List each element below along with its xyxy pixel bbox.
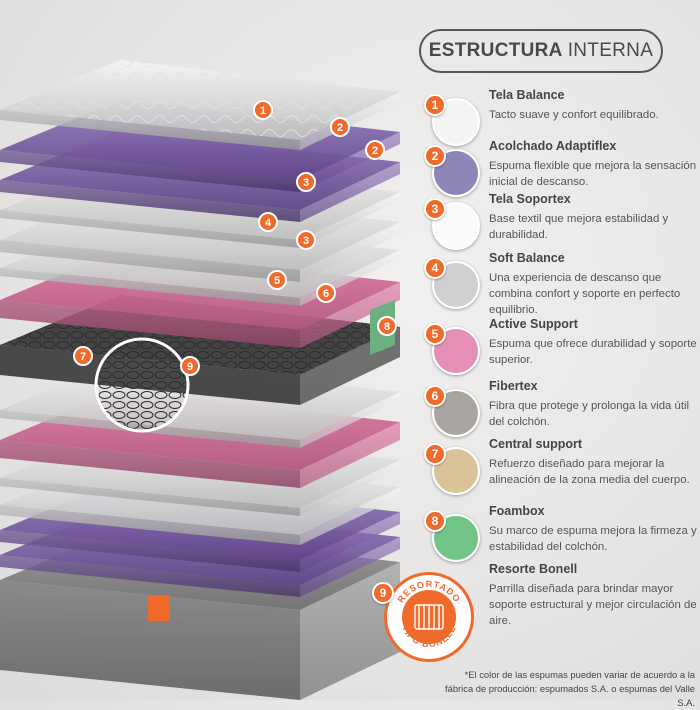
- layer-description: Espuma flexible que mejora la sensación …: [489, 160, 697, 188]
- header-bold: ESTRUCTURA: [428, 40, 563, 61]
- layer-description: Una experiencia de descanso que combina …: [489, 272, 681, 316]
- layer-number-badge: 5: [424, 323, 446, 345]
- diagram-label-9: 9: [180, 356, 200, 376]
- layer-title: Soft Balance: [489, 251, 565, 265]
- diagram-label-7: 7: [73, 346, 93, 366]
- stamp-number-badge: 9: [372, 582, 394, 604]
- active-support-swatch-icon: [432, 327, 480, 375]
- layer-description: Su marco de espuma mejora la firmeza y e…: [489, 525, 697, 553]
- layer-description: Fibra que protege y prolonga la vida úti…: [489, 400, 690, 428]
- brand-tag-icon: [148, 595, 170, 621]
- diagram-label-6: 6: [316, 283, 336, 303]
- layer-number-badge: 4: [424, 257, 446, 279]
- layer-number-badge: 7: [424, 443, 446, 465]
- mattress-diagram: 1 2 2 3 4 3 5 6 8 7 9: [0, 60, 400, 700]
- central-support-swatch-icon: [432, 447, 480, 495]
- layer-title: Resorte Bonell: [489, 562, 578, 576]
- diagram-label-3: 3: [296, 172, 316, 192]
- layer-title: Tela Soportex: [489, 192, 571, 206]
- diagram-label-2: 2: [365, 140, 385, 160]
- diagram-label-8: 8: [377, 316, 397, 336]
- diagram-label-5: 5: [267, 270, 287, 290]
- diagram-label-text: 7: [80, 351, 86, 363]
- layer-number-badge: 8: [424, 510, 446, 532]
- layer-description: Parrilla diseñada para brindar mayor sop…: [489, 583, 697, 627]
- layer-title: Active Support: [489, 317, 578, 331]
- diagram-label-text: 4: [265, 217, 272, 229]
- diagram-label-text: 2: [372, 145, 378, 157]
- layer-number-badge: 6: [424, 385, 446, 407]
- foambox-swatch-icon: [432, 514, 480, 562]
- diagram-label-text: 5: [274, 275, 280, 287]
- diagram-label-3: 3: [296, 230, 316, 250]
- header-pill: ESTRUCTURA INTERNA: [419, 29, 663, 73]
- header-light: INTERNA: [567, 40, 654, 61]
- layer-title: Tela Balance: [489, 88, 565, 102]
- layer-description: Base textil que mejora estabilidad y dur…: [489, 213, 669, 241]
- diagram-label-4: 4: [258, 212, 278, 232]
- diagram-label-text: 3: [303, 177, 309, 189]
- diagram-label-text: 6: [323, 288, 329, 300]
- layer-number-badge: 1: [424, 94, 446, 116]
- layer-row-8: 8 Foambox Su marco de espuma mejora la fir…: [424, 504, 700, 580]
- layer-number-badge: 2: [424, 145, 446, 167]
- layer-title: Acolchado Adaptiflex: [489, 139, 617, 153]
- footnote: *El color de las espumas pueden variar d…: [445, 669, 695, 708]
- diagram-label-text: 2: [337, 122, 343, 134]
- layer-tela-balance: [0, 60, 400, 150]
- layer-description: Refuerzo diseñado para mejorar la alinea…: [489, 458, 690, 486]
- spring-zoom-icon: [94, 337, 190, 433]
- diagram-label-text: 1: [260, 105, 266, 117]
- layer-number-badge: 3: [424, 198, 446, 220]
- bonell-stamp-icon: RESORTADO TIPO BONELL: [384, 572, 474, 662]
- diagram-label-text: 8: [384, 321, 390, 333]
- diagram-label-1: 1: [253, 100, 273, 120]
- layer-description: Tacto suave y confort equilibrado.: [489, 109, 659, 121]
- diagram-label-2: 2: [330, 117, 350, 137]
- layer-description: Espuma que ofrece durabilidad y soporte …: [489, 338, 697, 366]
- layer-title: Fibertex: [489, 379, 538, 393]
- layer-title: Central support: [489, 437, 583, 451]
- diagram-label-text: 3: [303, 235, 309, 247]
- layer-title: Foambox: [489, 504, 545, 518]
- diagram-label-text: 9: [187, 361, 193, 373]
